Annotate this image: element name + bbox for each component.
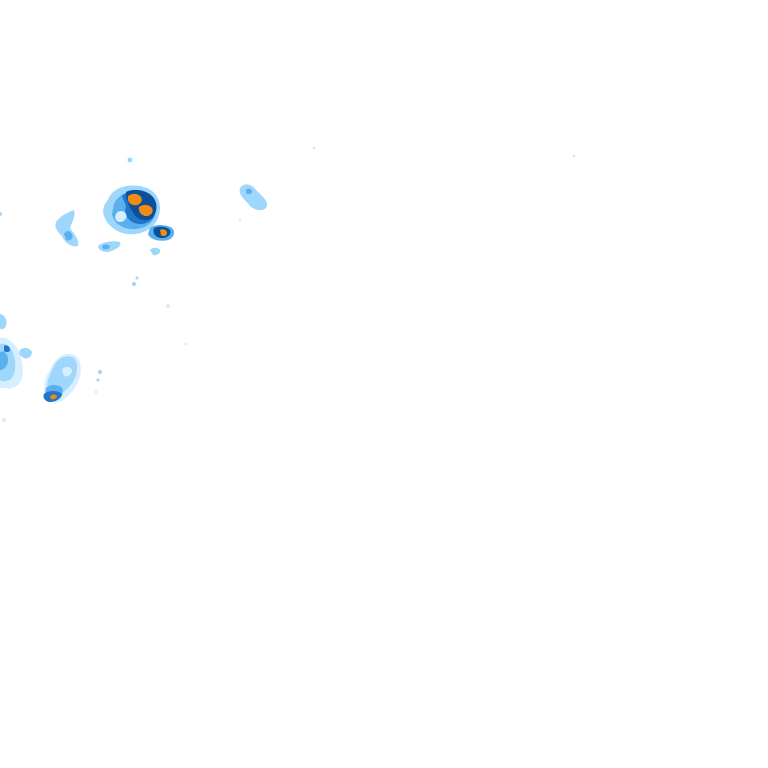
echo-very-light-dot: [184, 342, 188, 346]
echo-extreme-core-2: [138, 204, 153, 216]
echo-moderate-band: [64, 231, 73, 241]
echo-light-dot: [96, 378, 100, 382]
echo-light-band-top: [0, 314, 7, 330]
echo-very-light-hole: [62, 367, 72, 377]
echo-light-dot: [135, 276, 139, 280]
echo-very-light-dot: [166, 304, 170, 308]
echo-cell-northeast-isolated: [238, 146, 576, 222]
echo-heavy-speck: [4, 345, 10, 353]
echo-extreme-core-1: [128, 193, 142, 206]
echo-cell-north-small-east: [148, 225, 175, 256]
echo-cell-southwest-cluster: [43, 342, 188, 403]
echo-very-light-dot: [312, 146, 316, 150]
echo-moderate-speck: [102, 244, 110, 250]
echo-light-dot: [0, 212, 2, 216]
echo-very-light-dot: [572, 154, 576, 158]
echo-moderate-speck: [246, 188, 252, 195]
echo-light-dot: [98, 370, 102, 374]
echo-light-speck: [150, 247, 161, 256]
echo-very-light-dot: [2, 418, 6, 422]
echo-cell-west-edge: [0, 314, 32, 422]
echo-light-band: [239, 184, 268, 211]
echo-light-band: [55, 210, 79, 247]
echo-very-light-dot: [238, 218, 242, 222]
echo-light-fragment: [19, 347, 32, 359]
echo-cell-north-west-fragment: [0, 157, 170, 308]
echo-very-light-dot: [94, 390, 98, 394]
echo-cell-north-cluster: [103, 185, 160, 235]
echo-moderate-band: [0, 351, 8, 370]
echo-light-hole: [115, 211, 127, 222]
echo-extreme-core: [160, 229, 167, 237]
echo-light-dot: [127, 157, 133, 163]
echo-light-dot: [132, 282, 136, 286]
echo-extreme-core: [50, 394, 57, 400]
